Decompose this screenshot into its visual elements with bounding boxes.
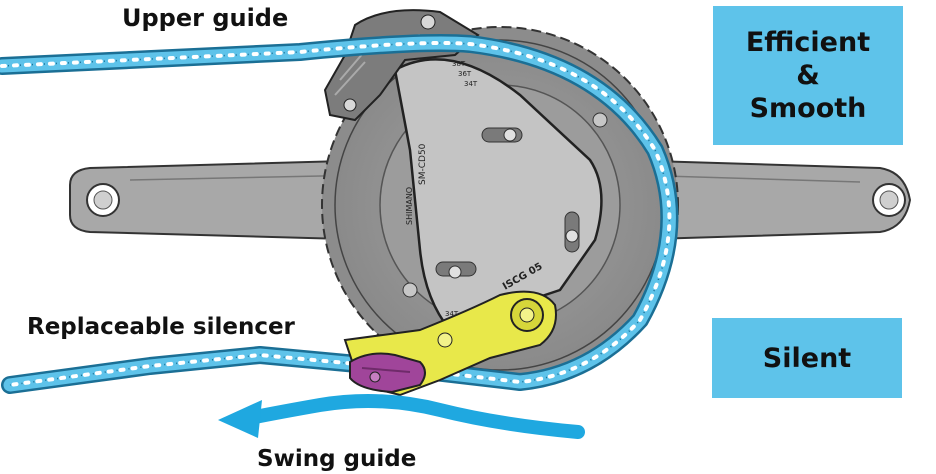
crank-arms (69, 158, 912, 242)
teeth-36-text: 36T (458, 70, 472, 78)
smooth-text: Smooth (749, 93, 867, 124)
chain (0, 34, 679, 394)
efficient-text: Efficient (745, 27, 871, 58)
teeth-lower-text: 34T (445, 310, 459, 318)
swing-arrow (218, 394, 585, 439)
backplate-model-text: SM-CD50 (418, 143, 428, 185)
upper-guide-label: Upper guide (122, 4, 289, 32)
teeth-34-text: 34T (464, 80, 478, 88)
ampersand-text: & (796, 60, 820, 91)
brand-text: SHIMANO (405, 187, 414, 225)
efficient-smooth-callout: Efficient & Smooth (713, 6, 903, 145)
replaceable-silencer-label: Replaceable silencer (27, 314, 295, 340)
silent-callout: Silent (712, 318, 902, 398)
replaceable-silencer (349, 352, 426, 394)
teeth-38-text: 38T (452, 60, 466, 68)
backplate: SM-CD50 SHIMANO ISCG 05 38T 36T 34T 34T (393, 58, 603, 332)
swing-guide-label: Swing guide (257, 446, 417, 472)
silent-text: Silent (762, 342, 852, 374)
